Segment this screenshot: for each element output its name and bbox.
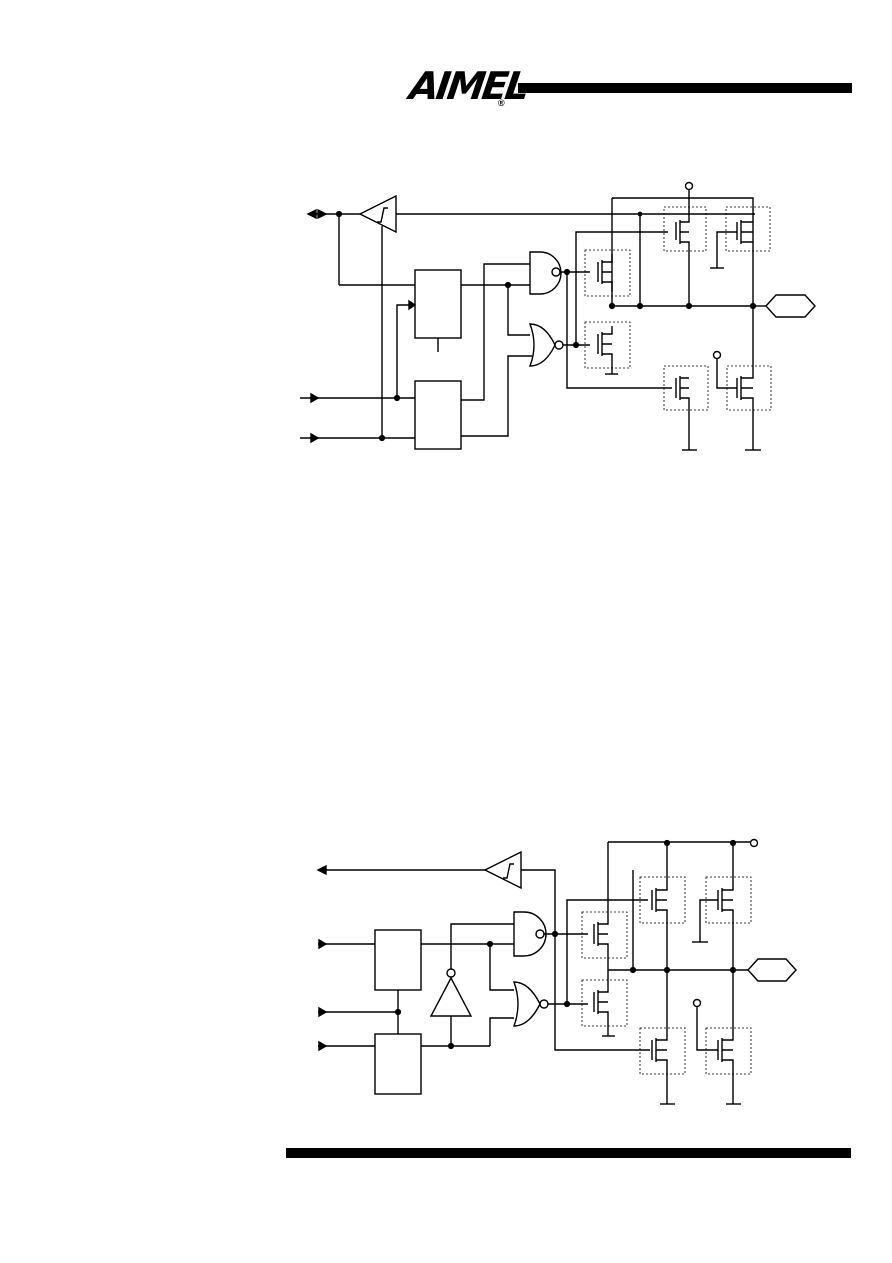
io-pin-schematic-2 xyxy=(316,838,797,1105)
footer-rule xyxy=(286,1148,851,1158)
atmel-logo: AIMEL ® xyxy=(407,64,530,112)
io-pin-schematic-1 xyxy=(300,181,816,451)
header-rule xyxy=(518,83,852,93)
logo-wordmark: AIMEL xyxy=(406,64,530,108)
registered-mark: ® xyxy=(498,98,505,108)
